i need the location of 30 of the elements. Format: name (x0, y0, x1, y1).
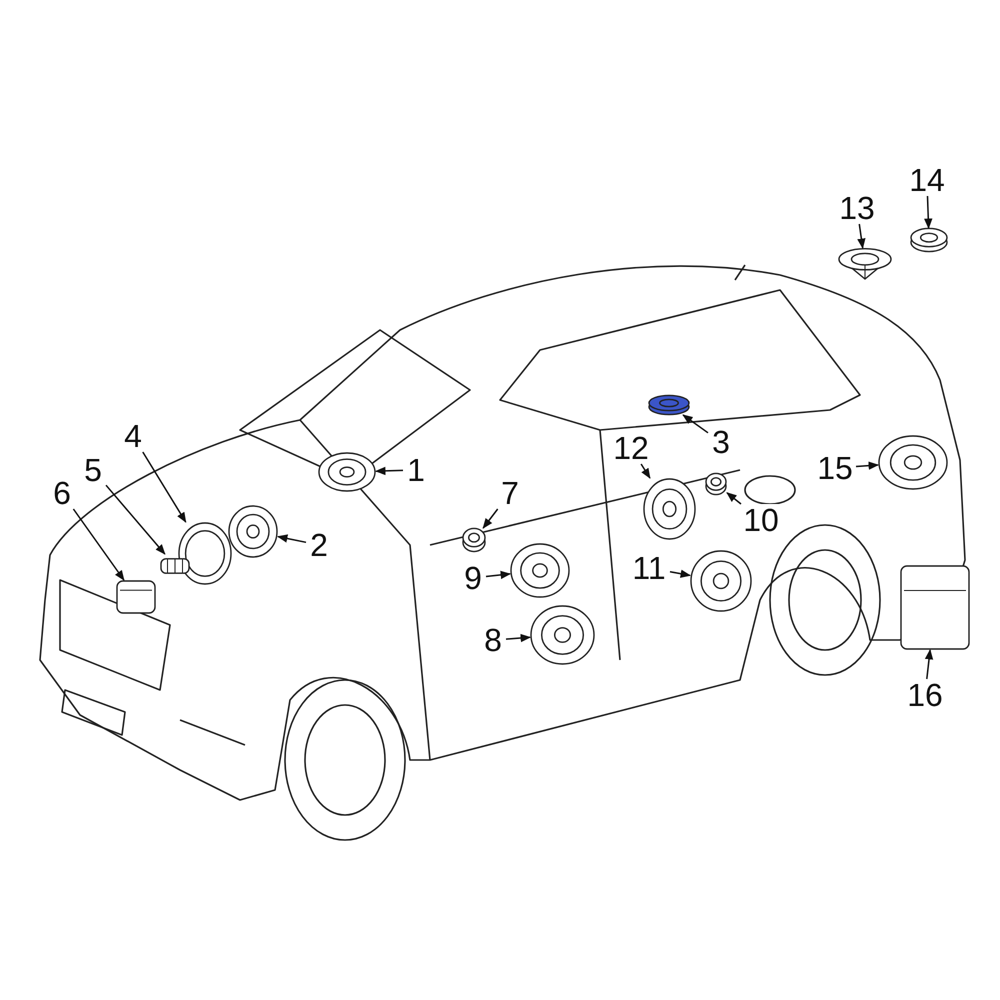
leader-line (682, 414, 708, 434)
leader-line (105, 484, 166, 555)
leader-line (670, 570, 692, 578)
speaker-drawing (878, 435, 948, 490)
ring-drawing (910, 228, 948, 252)
leader-line (924, 196, 932, 230)
speaker-drawing (228, 505, 278, 558)
leader-line (640, 464, 651, 479)
grommet-drawing (705, 473, 727, 495)
speaker-drawing (530, 605, 595, 665)
module-drawing (116, 580, 156, 614)
leader-line (856, 461, 880, 470)
leader-line (276, 534, 306, 544)
frame-drawing (178, 522, 232, 585)
leader-line (857, 224, 866, 250)
speaker-drawing (318, 452, 376, 492)
amplifier-drawing (900, 565, 970, 650)
ring-drawing (648, 395, 690, 415)
leader-line (924, 648, 934, 680)
bracket-drawing (838, 248, 892, 280)
speaker-drawing (690, 550, 752, 612)
speaker-drawing (510, 543, 570, 598)
leader-line (374, 466, 404, 476)
grommet-drawing (462, 528, 486, 552)
leader-line (142, 452, 186, 523)
speaker-drawing (643, 478, 696, 540)
leader-line (506, 634, 532, 642)
leader-line (726, 492, 742, 505)
leader-line (482, 508, 498, 529)
leader-line (486, 570, 512, 580)
